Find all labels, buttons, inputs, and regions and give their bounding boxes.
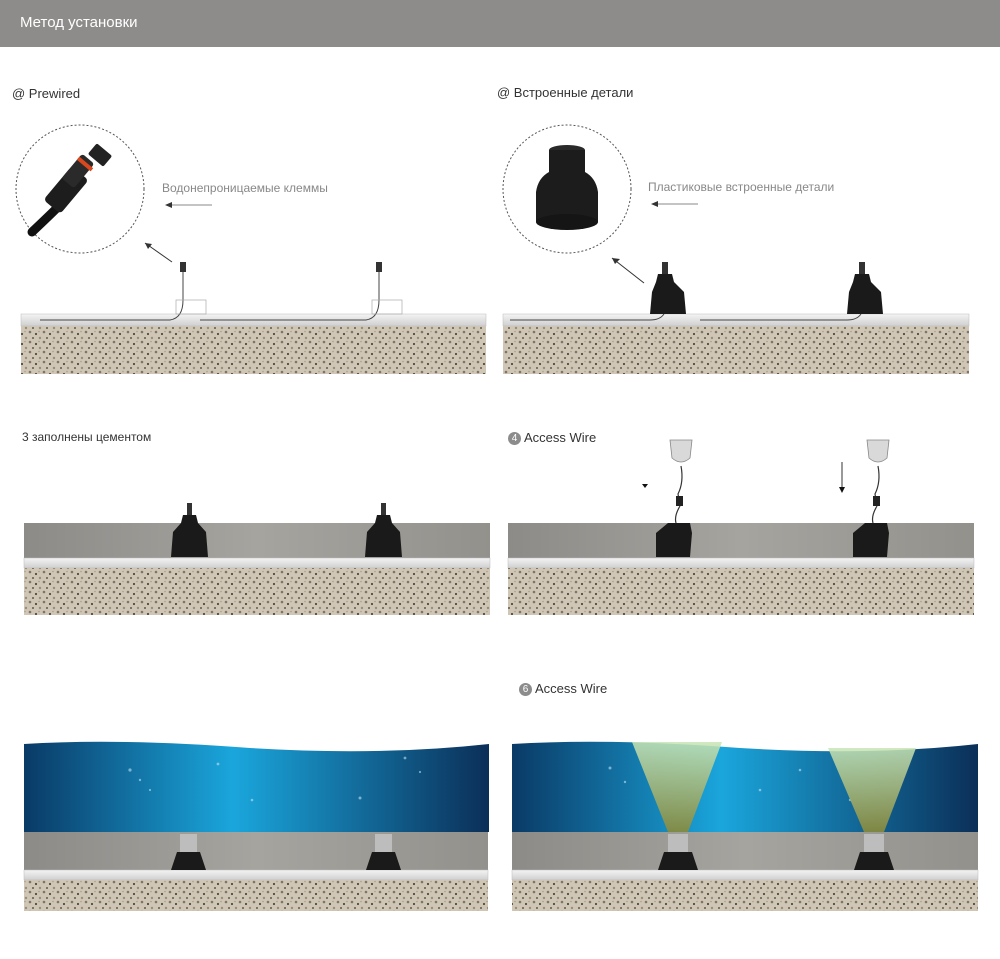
concrete-layer: [24, 832, 488, 870]
wire-2: [200, 262, 403, 321]
light-fixture-1: [656, 439, 693, 557]
pipe-layer: [23, 869, 489, 881]
gravel-layer: [21, 326, 486, 374]
down-arrow-1: [642, 484, 648, 488]
embedded-part-2: [365, 503, 402, 557]
embedded-part-1: [510, 262, 686, 321]
gravel-layer: [24, 880, 488, 911]
panel-access-wire: [507, 439, 975, 615]
concrete-layer: [508, 523, 974, 558]
light-fixture-2: [853, 439, 890, 557]
wire-1: [40, 262, 207, 321]
connector-magnifier: [15, 124, 145, 254]
step-5-number: 6: [519, 683, 532, 696]
arrow-line: [611, 257, 645, 284]
gravel-layer: [508, 568, 974, 615]
pipe-layer: [507, 557, 975, 569]
light-beam-1: [632, 742, 722, 832]
bubbles: [128, 756, 422, 802]
step-4-number: 4: [508, 432, 521, 445]
callout-arrow: [165, 202, 172, 208]
step-3-label: 3 заполнены цементом: [22, 430, 152, 444]
arrow-head: [145, 243, 152, 249]
panel-cement: [23, 503, 491, 615]
step-5-text: Access Wire: [535, 681, 608, 696]
embedded-part-callout: Пластиковые встроенные детали: [648, 180, 835, 194]
pipe-layer: [23, 557, 491, 569]
gravel-layer: [503, 326, 969, 374]
light-fixture-2: [854, 834, 894, 870]
panel-prewired: [15, 124, 487, 374]
water-layer: [24, 741, 489, 832]
callout-arrow: [651, 201, 658, 207]
embedded-part-2: [700, 262, 883, 321]
bubbles: [608, 766, 852, 802]
light-fixture-2: [366, 834, 401, 870]
step-2-label: @ Встроенные детали: [497, 85, 634, 100]
concrete-layer: [24, 523, 490, 558]
step-1-label: @ Prewired: [12, 86, 81, 101]
concrete-layer: [512, 832, 978, 870]
title-bar: Метод установки: [0, 0, 1000, 47]
step-4-text: Access Wire: [524, 430, 597, 445]
gravel-layer: [512, 880, 978, 911]
panel-pool-lit: [511, 741, 979, 911]
embedded-part-magnifier: [502, 124, 632, 254]
light-fixture-1: [658, 834, 698, 870]
panel-embedded: [502, 124, 970, 374]
connector-callout: Водонепроницаемые клеммы: [162, 181, 328, 195]
light-beam-2: [828, 748, 916, 832]
pipe-layer: [511, 869, 979, 881]
panel-pool: [23, 741, 489, 911]
down-arrow-2-head: [839, 487, 845, 493]
embedded-part-1: [171, 503, 208, 557]
light-fixture-1: [171, 834, 206, 870]
gravel-layer: [24, 568, 490, 615]
arrow-head: [612, 258, 620, 264]
page-title: Метод установки: [20, 14, 138, 31]
